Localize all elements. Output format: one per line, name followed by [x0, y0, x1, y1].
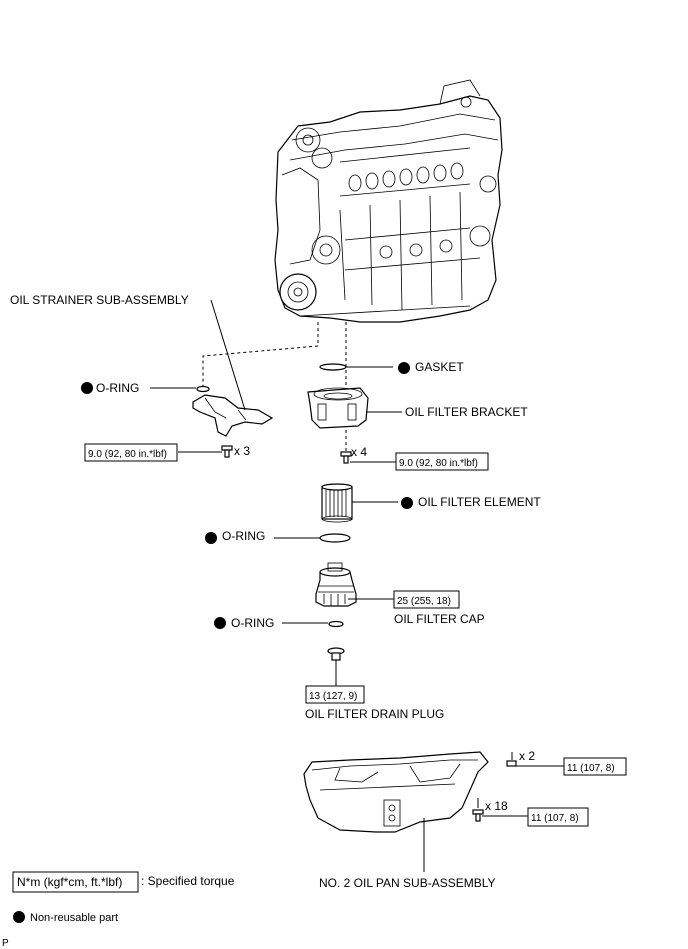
gasket-label: GASKET: [415, 360, 464, 374]
oil-strainer-part: [192, 394, 274, 437]
oil-filter-element-part: [321, 483, 353, 523]
strainer-bolt-qty: x 3: [234, 444, 250, 458]
pan-bolt-qty: x 18: [485, 799, 508, 813]
oil-pan-label: NO. 2 OIL PAN SUB-ASSEMBLY: [319, 876, 496, 890]
o-ring-1-part: [196, 385, 210, 393]
pan-bolt-torque-value: 11 (107, 8): [531, 813, 579, 824]
strainer-torque-value: 9.0 (92, 80 in.*lbf): [88, 449, 167, 460]
o-ring-2-label: O-RING: [222, 529, 265, 543]
drain-plug-torque-value: 13 (127, 9): [309, 691, 357, 702]
cap-torque-box: [393, 590, 460, 609]
non-reusable-icon: [401, 497, 413, 509]
pan-nut-icon: [506, 760, 517, 767]
legend-torque-box: [12, 871, 139, 893]
pan-nut-torque-box: [563, 757, 627, 776]
cap-torque-value: 25 (255, 18): [397, 596, 451, 607]
oil-filter-element-label: OIL FILTER ELEMENT: [418, 495, 541, 509]
non-reusable-icon: [81, 382, 93, 394]
engine-illustration: [274, 79, 503, 323]
pan-bolt-icon: [472, 809, 484, 822]
non-reusable-icon: [205, 532, 217, 544]
legend-non-reusable: Non-reusable part: [30, 912, 118, 924]
non-reusable-icon: [214, 617, 226, 629]
legend-torque-desc: : Specified torque: [141, 874, 235, 888]
gasket-part: [319, 363, 347, 371]
bracket-bolt-icon: [340, 451, 352, 464]
bracket-torque-value: 9.0 (92, 80 in.*lbf): [399, 458, 478, 469]
non-reusable-legend-icon: [13, 911, 25, 923]
oil-strainer-label: OIL STRAINER SUB-ASSEMBLY: [10, 293, 189, 307]
drain-plug-torque-box: [305, 685, 365, 704]
bracket-torque-box: [395, 452, 489, 471]
strainer-torque-box: [84, 443, 178, 462]
strainer-guide-line: [202, 322, 319, 386]
pan-nut-torque-value: 11 (107, 8): [567, 763, 615, 774]
bracket-bolt-qty: x 4: [351, 445, 367, 459]
oil-filter-bracket-part: [307, 387, 369, 429]
oil-strainer-leader: [210, 299, 246, 411]
drain-plug-label: OIL FILTER DRAIN PLUG: [305, 707, 444, 721]
o-ring-2-part: [319, 533, 351, 543]
oil-filter-cap-part: [315, 562, 357, 607]
drain-plug-part: [327, 647, 345, 661]
o-ring-3-label: O-RING: [231, 616, 274, 630]
strainer-bolt-icon: [221, 445, 233, 458]
non-reusable-icon: [398, 362, 410, 374]
footer-code: P: [2, 938, 9, 949]
oil-pan-part: [303, 751, 489, 833]
oil-filter-cap-label: OIL FILTER CAP: [394, 612, 485, 626]
o-ring-3-part: [328, 620, 344, 628]
oil-filter-bracket-label: OIL FILTER BRACKET: [405, 405, 528, 419]
legend-torque-units: N*m (kgf*cm, ft.*lbf): [17, 875, 122, 889]
pan-nut-qty: x 2: [519, 749, 535, 763]
pan-bolt-torque-box: [527, 807, 589, 827]
o-ring-1-label: O-RING: [96, 381, 139, 395]
